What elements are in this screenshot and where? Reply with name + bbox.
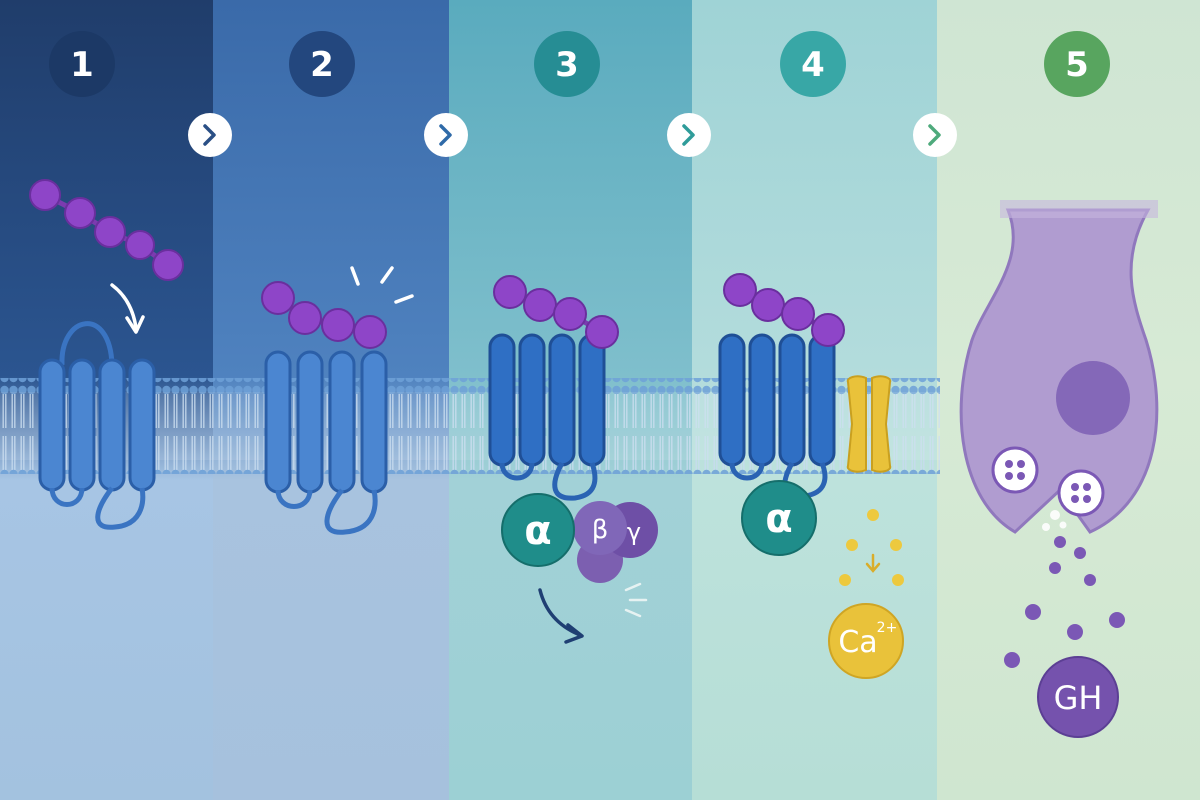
step-number-4: 4	[801, 45, 825, 85]
g-alpha-subunit: α	[741, 480, 817, 556]
receptor-active	[488, 333, 606, 501]
chevron-right-icon	[424, 113, 468, 157]
chevron-right-icon	[913, 113, 957, 157]
secretory-vesicle-icon	[1057, 469, 1105, 517]
binding-arrow-icon	[110, 283, 145, 334]
calcium-charge-label: 2+	[877, 620, 898, 636]
calcium-ions	[839, 509, 904, 586]
receptor-inactive	[38, 321, 156, 530]
g-alpha-label: α	[524, 508, 551, 554]
receptor-active	[718, 333, 836, 499]
bound-peptide-ligand	[261, 281, 387, 349]
bound-peptide-ligand	[723, 273, 845, 347]
step-badge-1: 1	[49, 31, 115, 97]
calcium-channel	[846, 375, 892, 473]
calcium-label: Ca	[838, 625, 877, 660]
step-number-3: 3	[555, 45, 579, 85]
calcium-badge: Ca 2+	[828, 603, 904, 679]
free-peptide-ligand	[29, 179, 184, 281]
g-alpha-free-label: α	[765, 496, 792, 542]
bound-peptide-ligand	[493, 275, 619, 349]
secretory-vesicle-icon	[991, 446, 1039, 494]
growth-hormone-badge: GH	[1037, 656, 1119, 738]
step-number-5: 5	[1065, 45, 1089, 85]
exocytosis-fragments	[1042, 510, 1067, 531]
g-gamma-label: γ	[627, 518, 641, 546]
step-badge-2: 2	[289, 31, 355, 97]
step-badge-3: 3	[534, 31, 600, 97]
g-beta-label: β	[592, 515, 609, 545]
hormone-label: GH	[1054, 679, 1103, 717]
receptor-bound	[264, 350, 388, 535]
chevron-right-icon	[188, 113, 232, 157]
activation-burst-icon	[350, 266, 414, 304]
released-hormone-granules	[1004, 536, 1125, 668]
chevron-right-icon	[667, 113, 711, 157]
step-badge-4: 4	[780, 31, 846, 97]
dissociation-arrow-icon	[538, 582, 648, 644]
step-number-2: 2	[310, 45, 334, 85]
step-badge-5: 5	[1044, 31, 1110, 97]
step-number-1: 1	[70, 45, 94, 85]
g-protein-complex: β γ α	[501, 493, 658, 583]
